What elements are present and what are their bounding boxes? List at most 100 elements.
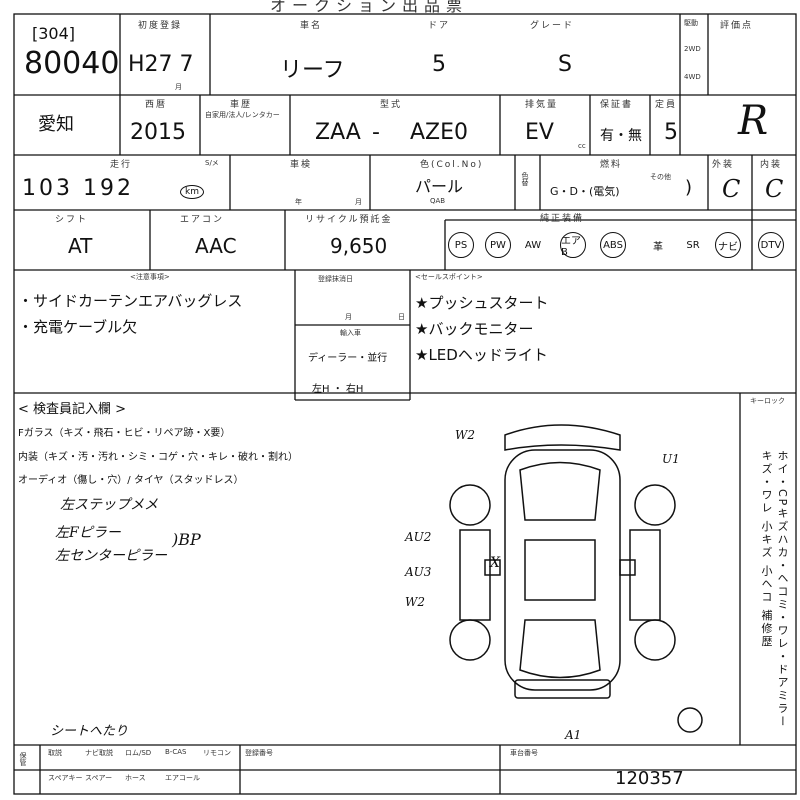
inspection-label: 車検: [290, 160, 313, 170]
footer-item-0: 取説: [48, 749, 62, 757]
inspector-hand-bp: )BP: [172, 530, 201, 549]
dereg-label: 登録抹消日: [318, 275, 353, 283]
footer-item-2: ロム/SD: [125, 749, 152, 757]
hand-label: 左H ・ 右H: [312, 384, 364, 395]
recycle-value: 9,650: [330, 234, 388, 258]
warranty-label: 保証書: [600, 100, 634, 110]
drive-2wd: 2WD: [684, 45, 701, 53]
mark-u1: U1: [662, 452, 680, 466]
inspector-line-2: 内装（キズ・汚・汚れ・シミ・コゲ・穴・キレ・破れ・割れ）: [18, 452, 298, 463]
mileage-unit: km: [180, 185, 204, 199]
equipment-1: PW: [485, 232, 511, 258]
lot-tag: [304]: [32, 24, 76, 43]
note-2: ・充電ケーブル欠: [18, 318, 138, 336]
footer-item-3: B-CAS: [165, 748, 187, 756]
month-unit-label: 月: [175, 83, 182, 91]
aircon-label: エアコン: [180, 215, 225, 225]
fuel-value: G・D・(電気): [550, 185, 620, 198]
inspector-hand-3: 左センターピラー: [55, 548, 167, 564]
inspection-month: 月: [355, 198, 362, 206]
first-reg-label: 初度登録: [138, 21, 183, 31]
mileage-value: 103 192: [22, 176, 134, 201]
displacement-value: EV: [525, 120, 554, 145]
fuel-paren: ): [685, 177, 693, 198]
form-title: オークション出品票: [270, 0, 469, 15]
equipment-7: ナビ: [715, 232, 741, 258]
equipment-5: 革: [653, 241, 663, 253]
car-name-value: リーフ: [280, 58, 345, 83]
warranty-value: 有・無: [600, 128, 642, 144]
inspector-title: < 検査員記入欄 >: [18, 402, 127, 417]
model-code: AZE0: [410, 120, 469, 145]
inspector-line-3: オーディオ（傷し・穴）/ タイヤ（スタッドレス）: [18, 475, 244, 486]
mark-a1: A1: [565, 728, 582, 742]
model-prefix: ZAA: [315, 120, 361, 145]
model-dash: -: [372, 120, 380, 145]
keypoint-label: キーロック: [750, 397, 785, 405]
sales-point-3: ★LEDヘッドライト: [415, 346, 548, 364]
mark-au2: AU2: [405, 530, 432, 544]
color-value: パール: [415, 177, 464, 196]
year-label: 西暦: [145, 100, 168, 110]
car-name-label: 車名: [300, 21, 323, 31]
repaint-label: 色替: [521, 172, 529, 186]
inspector-hand-1: 左ステップメメ: [60, 497, 158, 513]
drive-label: 駆動: [684, 19, 698, 27]
mark-x: X: [490, 555, 500, 571]
equipment-8: DTV: [758, 232, 784, 258]
sales-point-1: ★プッシュスタート: [415, 294, 549, 312]
capacity-value: 5: [664, 120, 678, 145]
chassis-number: 120357: [615, 768, 684, 789]
color-code: QAB: [430, 197, 446, 205]
capacity-label: 定員: [655, 100, 678, 110]
car-diagram: [449, 424, 703, 733]
equipment-2: AW: [524, 239, 542, 251]
inspector-seat: シートへたり: [50, 724, 129, 739]
fuel-other: その他: [650, 173, 671, 181]
grade-label: グレード: [530, 21, 575, 31]
cc-label: cc: [578, 142, 586, 150]
notes-title: <注意事項>: [130, 273, 170, 281]
first-reg-value: H27 7: [128, 52, 194, 77]
equipment-4: ABS: [600, 232, 626, 258]
mark-au3: AU3: [405, 565, 432, 579]
color-label: 色(Col.No): [420, 160, 484, 170]
door-value: 5: [432, 52, 446, 77]
footer-check-label: 保管: [19, 752, 27, 766]
footer-item-8: エアコール: [165, 774, 200, 782]
displacement-label: 排気量: [525, 100, 559, 110]
footer-item-6: スペアー: [85, 774, 113, 782]
grade-value: S: [558, 52, 572, 77]
dereg-month: 月: [345, 313, 352, 321]
import-title: 輸入車: [340, 329, 361, 337]
exterior-label: 外装: [712, 160, 735, 170]
inspector-hand-2: 左Fピラー: [55, 525, 121, 541]
equipment-0: PS: [448, 232, 474, 258]
inspection-year: 年: [295, 198, 302, 206]
exterior-grade: C: [722, 175, 741, 203]
score-label: 評価点: [720, 21, 754, 31]
lot-number: 80040: [24, 46, 120, 81]
fuel-label: 燃料: [600, 160, 623, 170]
shift-value: AT: [68, 234, 93, 258]
door-label: ドア: [428, 21, 451, 31]
mileage-flag: S/メ: [205, 159, 219, 167]
mileage-label: 走行: [110, 160, 133, 170]
footer-item-5: スペアキー: [48, 774, 83, 782]
note-1: ・サイドカーテンエアバッグレス: [18, 292, 243, 310]
equipment-3: エアB: [560, 232, 586, 258]
footer-chassis-label: 車台番号: [510, 749, 538, 757]
aircon-value: AAC: [195, 234, 237, 258]
footer-item-1: ナビ取説: [85, 749, 113, 757]
sales-point-2: ★バックモニター: [415, 320, 534, 338]
year-value: 2015: [130, 120, 186, 145]
model-label: 型式: [380, 100, 403, 110]
mark-w2-top: W2: [455, 428, 475, 442]
prefecture: 愛知: [38, 114, 74, 135]
footer-item-7: ホース: [125, 774, 146, 782]
shift-label: シフト: [55, 215, 89, 225]
equipment-6: SR: [686, 239, 700, 251]
vertical-legend: ホイ・CPキズハカ・ヘコミ・ワレ・ドアミラーキズ・ワレ 小キズ 小ヘコ 補修歴: [760, 450, 789, 729]
vehicle-class-sub: 自家用/法人/レンタカー: [205, 111, 280, 119]
